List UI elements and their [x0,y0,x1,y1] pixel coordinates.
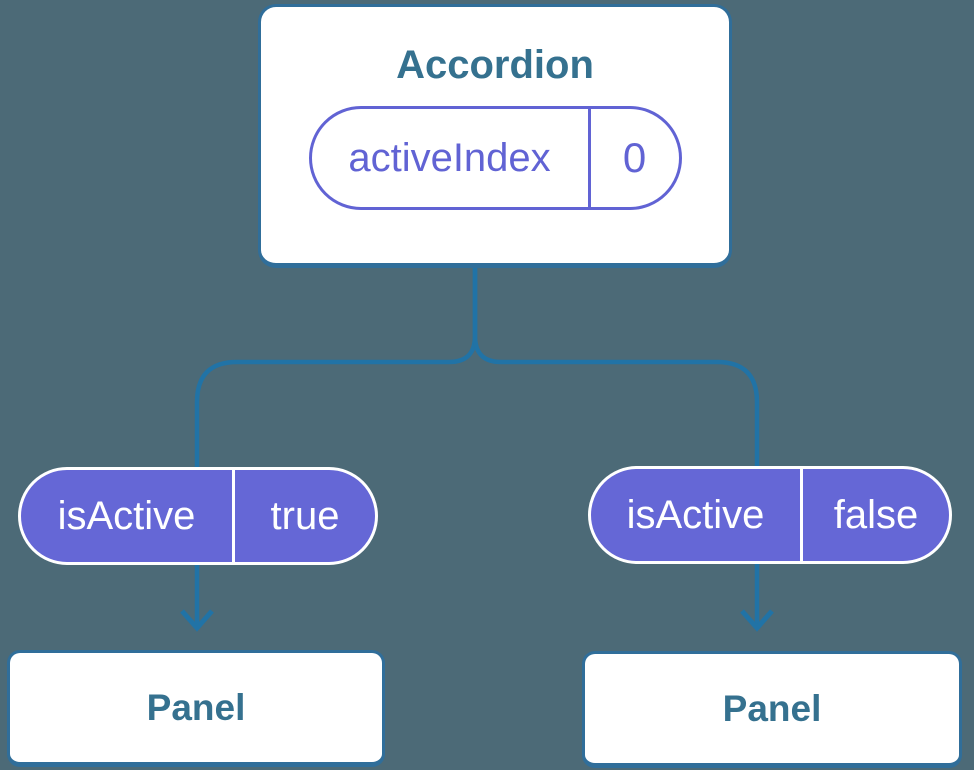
state-name: activeIndex [348,135,551,180]
arrowhead-down-left-icon [180,609,214,632]
branch-right-line [472,266,760,628]
arrowhead-down-right-icon [740,609,774,632]
panel-card-left: Panel [7,650,385,767]
state-value: 0 [622,134,647,181]
panel-title: Panel [722,687,822,729]
accordion-title: Accordion [396,43,594,87]
prop-pill-divider [232,470,235,562]
state-pill: activeIndex 0 [308,106,682,210]
accordion-card: Accordion activeIndex 0 [258,4,732,268]
prop-value: true [270,493,340,538]
branch-left-line [194,266,478,628]
prop-value: false [833,492,919,537]
prop-name: isActive [57,493,196,538]
prop-pill-right: isActive false [588,466,952,564]
prop-name: isActive [626,492,765,537]
panel-title: Panel [146,686,246,728]
state-pill-divider [587,109,591,207]
prop-pill-divider [800,469,803,561]
prop-pill-left: isActive true [18,467,378,565]
panel-card-right: Panel [582,651,962,768]
